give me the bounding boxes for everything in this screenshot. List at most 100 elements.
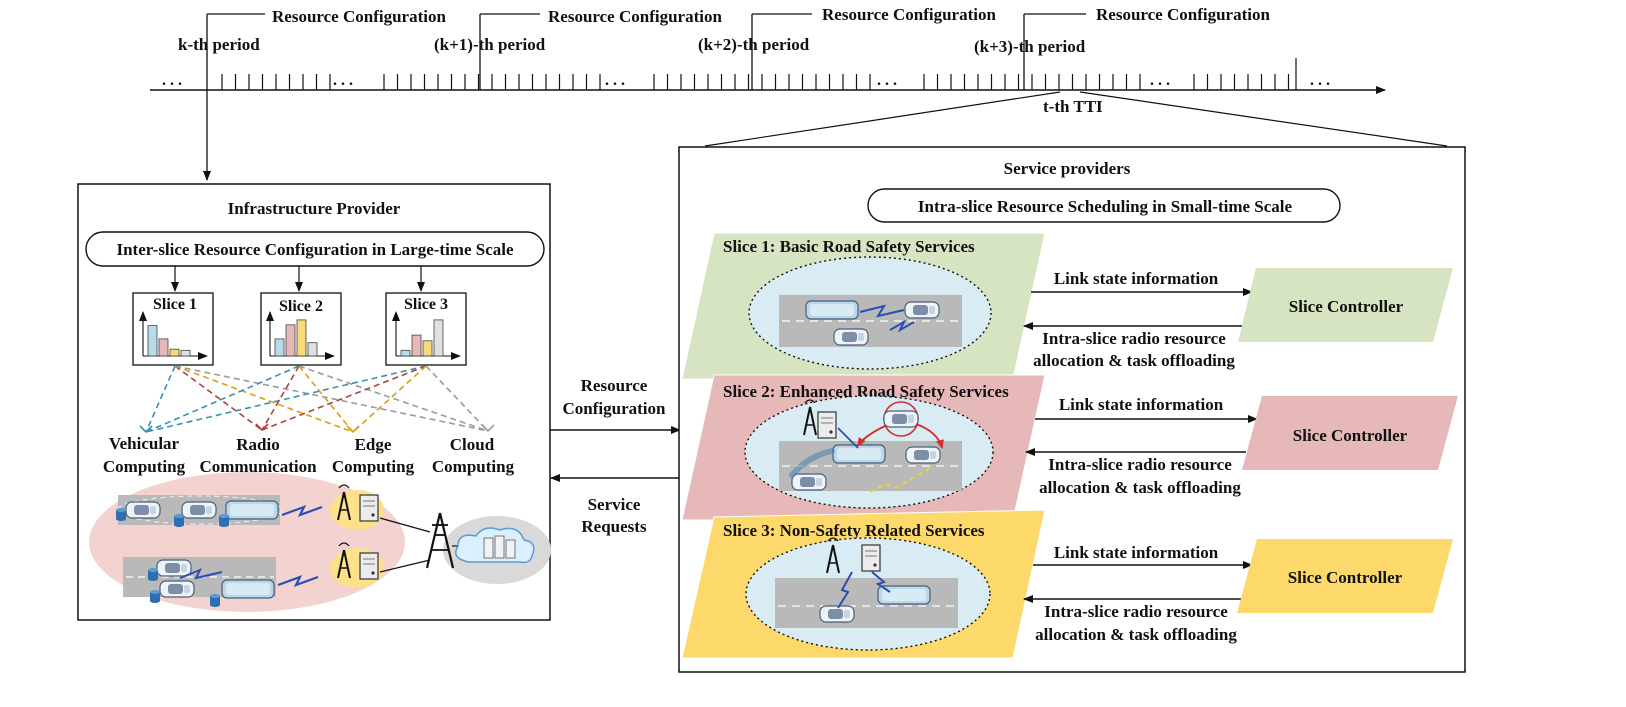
allocation-label: Intra-slice radio resource xyxy=(1048,455,1232,474)
allocation-label: Intra-slice radio resource xyxy=(1044,602,1228,621)
link-state-label: Link state information xyxy=(1054,543,1219,562)
tti-ticks xyxy=(221,58,1297,90)
chart-bar xyxy=(158,338,169,357)
chart-bar xyxy=(433,319,444,357)
macro-tower-icon xyxy=(425,512,455,569)
slice-controller-label: Slice Controller xyxy=(1289,297,1404,316)
mapping-arrowhead xyxy=(139,425,153,434)
resource-label: Computing xyxy=(332,457,415,476)
service-requests-label: Service xyxy=(588,495,641,514)
storage-icon xyxy=(148,568,158,581)
slice-chart-label: Slice 2 xyxy=(279,298,323,315)
car-icon xyxy=(819,605,855,623)
storage-icon xyxy=(219,514,229,527)
resource-label: Cloud xyxy=(450,435,495,454)
mapping-line xyxy=(174,365,489,432)
ellipsis: . . . xyxy=(1150,72,1170,89)
resource-label: Vehicular xyxy=(109,434,180,453)
car-icon xyxy=(905,446,941,464)
chart-bar xyxy=(147,325,158,357)
ellipsis: . . . xyxy=(1310,72,1330,89)
timeline: Resource Configuration k-th period Resou… xyxy=(150,5,1448,181)
slice-controller-label: Slice Controller xyxy=(1288,568,1403,587)
resource-label: Computing xyxy=(103,457,186,476)
chart-bar xyxy=(285,324,296,357)
slice-name: Slice 3: Non-Safety Related Services xyxy=(723,521,985,540)
mapping-arrowhead xyxy=(346,425,360,434)
period-marker-k3: Resource Configuration (k+3)-th period xyxy=(974,5,1270,90)
resource-label: Communication xyxy=(199,457,317,476)
mapping-arrowhead xyxy=(481,424,495,433)
period-label: (k+1)-th period xyxy=(434,35,546,54)
provider-exchange: Resource Configuration Service Requests xyxy=(550,376,681,536)
chart-bar xyxy=(422,340,433,357)
service-slice-2: Slice 2: Enhanced Road Safety Services L… xyxy=(681,374,1458,521)
mapping-line xyxy=(145,365,427,433)
ellipsis: . . . xyxy=(333,72,353,89)
slice-chart-2: Slice 2 xyxy=(260,292,342,366)
service-requests-label: Requests xyxy=(581,517,647,536)
edge-server-icon xyxy=(861,544,881,572)
slice-controller-box xyxy=(1238,268,1453,342)
allocation-label: allocation & task offloading xyxy=(1039,478,1241,497)
slice-chart-bars xyxy=(266,311,335,360)
storage-icon xyxy=(116,508,126,521)
slice-controller-box xyxy=(1242,396,1458,470)
edge-server-icon xyxy=(359,494,379,522)
bus-icon xyxy=(225,500,279,520)
edge-server-icon xyxy=(817,411,837,439)
service-providers-title: Service providers xyxy=(1004,159,1131,178)
service-slice-3: Slice 3: Non-Safety Related Services Lin… xyxy=(681,509,1453,659)
link-state-label: Link state information xyxy=(1059,395,1224,414)
slice-chart-3: Slice 3 xyxy=(385,292,467,366)
link-state-label: Link state information xyxy=(1054,269,1219,288)
allocation-label: allocation & task offloading xyxy=(1033,351,1235,370)
resource-configuration-label: Resource xyxy=(581,376,648,395)
storage-icon xyxy=(210,594,220,607)
mapping-arrowhead xyxy=(255,423,269,432)
resource-label: Edge xyxy=(355,435,392,454)
chart-bar xyxy=(274,338,285,357)
allocation-label: allocation & task offloading xyxy=(1035,625,1237,644)
mapping-line xyxy=(261,365,300,431)
car-icon xyxy=(833,328,869,346)
bus-icon xyxy=(221,579,275,599)
inter-slice-config-label: Inter-slice Resource Configuration in La… xyxy=(116,240,514,259)
slice-name: Slice 2: Enhanced Road Safety Services xyxy=(723,382,1009,401)
slice-chart-label: Slice 3 xyxy=(404,296,448,313)
car-icon xyxy=(883,410,919,428)
mapping-line xyxy=(145,365,300,433)
car-icon xyxy=(156,559,192,577)
mapping-line xyxy=(425,365,489,432)
chart-bar xyxy=(180,349,191,357)
service-slice-1: Slice 1: Basic Road Safety Services Link… xyxy=(681,232,1453,380)
period-callout: Resource Configuration xyxy=(1096,5,1270,24)
period-label: k-th period xyxy=(178,35,260,54)
zoom-line-right xyxy=(1079,91,1448,147)
period-label: (k+3)-th period xyxy=(974,37,1086,56)
chart-bar xyxy=(307,342,318,357)
car-icon xyxy=(791,473,827,491)
slice-chart-bars xyxy=(392,311,461,360)
period-callout: Resource Configuration xyxy=(822,5,996,24)
zoom-line-left xyxy=(704,91,1061,147)
chart-bar xyxy=(296,319,307,357)
ellipsis: . . . xyxy=(605,72,625,89)
slice-controller-box xyxy=(1237,539,1453,613)
mapping-line xyxy=(298,365,354,433)
mapping-line xyxy=(145,365,176,433)
chart-bar xyxy=(169,348,180,357)
bus-icon xyxy=(805,300,859,320)
resource-mapping-lines xyxy=(139,365,495,434)
mapping-line xyxy=(174,365,263,431)
tti-label: t-th TTI xyxy=(1043,97,1103,116)
edge-server-icon xyxy=(359,552,379,580)
allocation-label: Intra-slice radio resource xyxy=(1042,329,1226,348)
resource-label: Radio xyxy=(236,435,279,454)
period-marker-k1: Resource Configuration (k+1)-th period xyxy=(434,7,722,90)
car-icon xyxy=(181,501,217,519)
network-illustration xyxy=(89,472,551,612)
service-providers-panel: Service providers Intra-slice Resource S… xyxy=(678,146,1466,673)
bus-icon xyxy=(832,444,886,464)
